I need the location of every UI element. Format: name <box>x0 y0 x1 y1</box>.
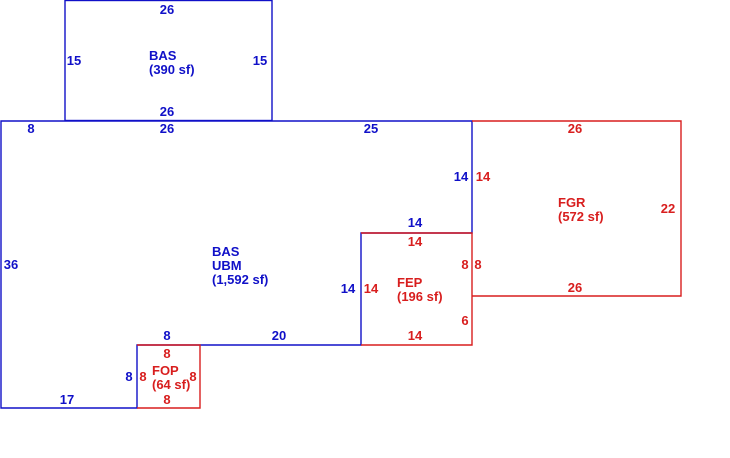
dim-main-top-left: 8 <box>27 121 34 136</box>
dim-bas-upper-top: 26 <box>160 2 174 17</box>
dim-main-left: 36 <box>4 257 18 272</box>
dim-fgr-lower-left: 8 <box>474 257 481 272</box>
fgr-size-label: (572 sf) <box>558 209 604 224</box>
fep-size-label: (196 sf) <box>397 289 443 304</box>
dim-main-fep-top: 14 <box>408 215 423 230</box>
dim-fgr-top: 26 <box>568 121 582 136</box>
dim-main-step-mid: 20 <box>272 328 286 343</box>
dim-main-bottom: 17 <box>60 392 74 407</box>
dim-main-fep-left: 14 <box>341 281 356 296</box>
dim-bas-upper-bottom: 26 <box>160 104 174 119</box>
dim-main-right-upper: 14 <box>454 169 469 184</box>
fep-code-label: FEP <box>397 275 423 290</box>
dim-main-step-top: 8 <box>163 328 170 343</box>
dim-fop-top: 8 <box>163 346 170 361</box>
dim-fop-right: 8 <box>189 369 196 384</box>
fop-outline <box>137 344 201 409</box>
fgr-code-label: FGR <box>558 195 586 210</box>
dim-main-fop-left: 8 <box>125 369 132 384</box>
dim-bas-upper-right: 15 <box>253 53 267 68</box>
dim-fop-left: 8 <box>139 369 146 384</box>
dim-fep-left: 14 <box>364 281 379 296</box>
dim-fgr-right: 22 <box>661 201 675 216</box>
dim-fgr-left: 14 <box>476 169 491 184</box>
fep-outline <box>361 232 473 346</box>
bas-main-sub-label: UBM <box>212 258 242 273</box>
fgr-outline <box>472 120 682 297</box>
dim-fep-right-lower: 6 <box>461 313 468 328</box>
dim-fep-bottom: 14 <box>408 328 423 343</box>
dim-fgr-bottom: 26 <box>568 280 582 295</box>
fop-size-label: (64 sf) <box>152 377 190 392</box>
fop-code-label: FOP <box>152 363 179 378</box>
dim-main-top-right: 25 <box>364 121 378 136</box>
bas-upper-size-label: (390 sf) <box>149 62 195 77</box>
dim-fep-right-upper: 8 <box>461 257 468 272</box>
bas-main-code-label: BAS <box>212 244 240 259</box>
bas-upper-code-label: BAS <box>149 48 177 63</box>
bas-main-size-label: (1,592 sf) <box>212 272 268 287</box>
dim-fop-bottom: 8 <box>163 392 170 407</box>
dim-bas-upper-left: 15 <box>67 53 81 68</box>
dim-fep-top: 14 <box>408 234 423 249</box>
dim-main-top-mid: 26 <box>160 121 174 136</box>
